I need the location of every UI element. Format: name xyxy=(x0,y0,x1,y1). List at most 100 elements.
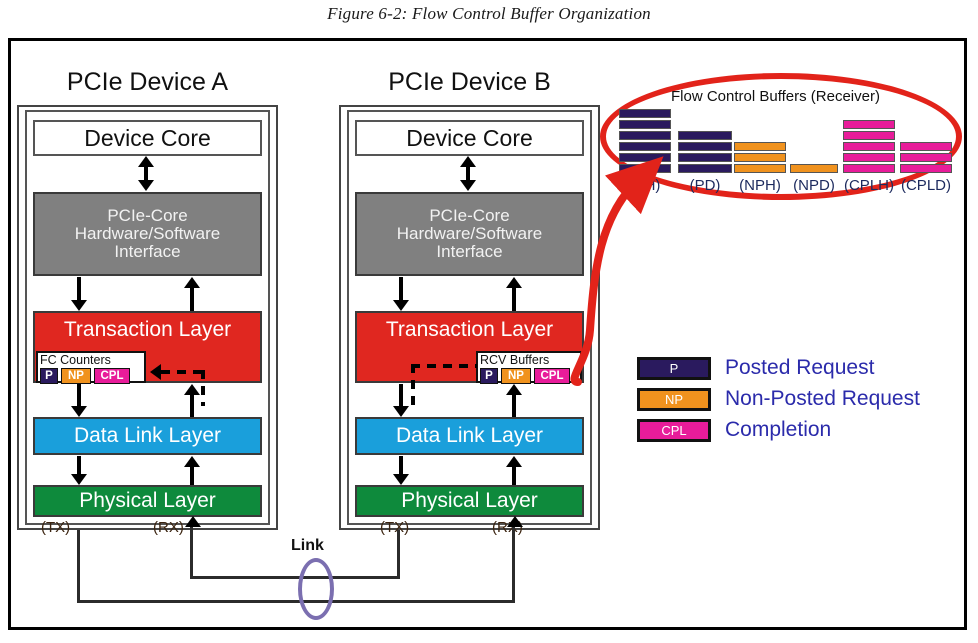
link-arrow-a-rx-icon xyxy=(185,516,201,527)
legend-row-posted: P Posted Request xyxy=(637,356,874,380)
device-b-tx-label: (TX) xyxy=(380,519,410,536)
device-a-tx-arrow-down-icon-2 xyxy=(71,406,87,417)
device-a-tx-arrow-down-icon-3 xyxy=(71,474,87,485)
device-b-chip-cpl: CPL xyxy=(534,368,570,384)
figure-caption: Figure 6-2: Flow Control Buffer Organiza… xyxy=(327,4,651,23)
buffer-bar xyxy=(619,153,671,162)
buffer-label-pd: (PD) xyxy=(689,177,721,194)
device-a-physical-block: Physical Layer xyxy=(33,485,262,517)
device-b-tx-arrow-line-2 xyxy=(399,384,403,410)
buffer-label-npd: (NPD) xyxy=(793,177,835,194)
device-a-rx-arrow-line-1 xyxy=(190,281,194,311)
buffer-stack-nph xyxy=(734,142,786,173)
device-b-tx-arrow-line-1 xyxy=(399,277,403,304)
legend-row-completion: CPL Completion xyxy=(637,418,831,442)
buffer-stack-pd xyxy=(678,131,732,173)
device-b-rcv-buffers-chips: P NP CPL xyxy=(480,368,578,384)
buffer-bar xyxy=(843,142,895,151)
buffer-bar xyxy=(734,142,786,151)
buffer-bar xyxy=(619,164,671,173)
device-a-tx-arrow-down-icon-1 xyxy=(71,300,87,311)
device-b-title: PCIe Device B xyxy=(388,68,551,96)
device-b-transaction-label: Transaction Layer xyxy=(385,318,554,341)
legend-row-non-posted: NP Non-Posted Request xyxy=(637,387,920,411)
buffer-label-cpld: (CPLD) xyxy=(900,177,951,194)
device-b-rx-arrow-line-1 xyxy=(512,281,516,311)
link-wire-b-to-a-horizontal xyxy=(190,576,400,579)
device-a-tx-label: (TX) xyxy=(41,519,71,536)
buffer-label-ph: (PH) xyxy=(629,177,661,194)
device-a-interface-line3: Interface xyxy=(114,241,181,261)
device-a-tx-arrow-line-2 xyxy=(77,384,81,410)
device-b-core-arrow-up-icon xyxy=(460,156,476,167)
buffer-bar xyxy=(678,131,732,140)
device-a-core-arrow-up-icon xyxy=(138,156,154,167)
buffer-bar xyxy=(734,164,786,173)
device-a-rx-arrow-up-icon-3 xyxy=(184,456,200,467)
legend-swatch-np: NP xyxy=(637,387,711,411)
device-a-dashed-line-vertical xyxy=(201,370,205,406)
device-b-core-arrow-down-icon xyxy=(460,180,476,191)
device-b-interface-block: PCIe-Core Hardware/Software Interface xyxy=(355,192,584,276)
buffer-bar xyxy=(619,131,671,140)
device-a-core-arrow-line xyxy=(144,160,148,188)
device-b-tx-arrow-down-icon-1 xyxy=(393,300,409,311)
buffer-stack-npd xyxy=(790,164,838,173)
buffer-bar xyxy=(900,142,952,151)
buffer-bar xyxy=(900,164,952,173)
device-b-chip-p: P xyxy=(480,368,498,384)
device-b-chip-np: NP xyxy=(501,368,531,384)
device-b-rcv-buffers-box: RCV Buffers P NP CPL xyxy=(476,351,582,384)
buffer-label-nph: (NPH) xyxy=(739,177,781,194)
buffer-stack-cplh xyxy=(843,120,895,173)
link-wire-b-rx-vertical xyxy=(512,527,515,602)
legend-swatch-p: P xyxy=(637,356,711,380)
device-a-data-link-block: Data Link Layer xyxy=(33,417,262,455)
device-a-dashed-line-horizontal xyxy=(161,370,205,374)
buffer-label-cplh: (CPLH) xyxy=(843,177,894,194)
buffer-stack-cpld xyxy=(900,142,952,173)
device-b-tx-arrow-line-3 xyxy=(399,456,403,478)
device-a-interface-block: PCIe-Core Hardware/Software Interface xyxy=(33,192,262,276)
device-b-tx-arrow-down-icon-2 xyxy=(393,406,409,417)
buffer-bar xyxy=(678,142,732,151)
link-ellipse-icon xyxy=(298,558,334,620)
device-a-chip-p: P xyxy=(40,368,58,384)
buffer-bar xyxy=(619,120,671,129)
buffer-bar xyxy=(843,120,895,129)
device-a-tx-arrow-line-1 xyxy=(77,277,81,304)
link-arrow-b-rx-icon xyxy=(507,516,523,527)
device-b-rx-arrow-up-icon-2 xyxy=(506,384,522,395)
device-b-rx-arrow-up-icon-3 xyxy=(506,456,522,467)
device-b-tx-arrow-down-icon-3 xyxy=(393,474,409,485)
device-b-rx-arrow-line-2 xyxy=(512,388,516,417)
device-b-core-block: Device Core xyxy=(355,120,584,156)
device-b-rx-arrow-up-icon-1 xyxy=(506,277,522,288)
legend-text-posted: Posted Request xyxy=(725,356,875,379)
device-a-fc-counters-title: FC Counters xyxy=(40,353,111,367)
legend-text-non-posted: Non-Posted Request xyxy=(725,387,920,410)
device-a-core-block: Device Core xyxy=(33,120,262,156)
device-b-interface-line2: Hardware/Software xyxy=(396,224,543,244)
device-a-rx-label: (RX) xyxy=(153,519,184,536)
device-a-dashed-arrow-head-icon xyxy=(150,364,161,380)
device-a-fc-counters-box: FC Counters P NP CPL xyxy=(36,351,146,384)
device-a-chip-np: NP xyxy=(61,368,91,384)
link-label: Link xyxy=(291,537,324,554)
buffer-bar xyxy=(843,153,895,162)
legend-text-completion: Completion xyxy=(725,418,832,441)
device-a-interface-line2: Hardware/Software xyxy=(74,224,221,244)
device-a-tx-arrow-line-3 xyxy=(77,456,81,478)
buffer-bar xyxy=(900,153,952,162)
device-a-chip-cpl: CPL xyxy=(94,368,130,384)
device-a-core-arrow-down-icon xyxy=(138,180,154,191)
buffer-bar xyxy=(790,164,838,173)
device-b-interface-line3: Interface xyxy=(436,241,503,261)
device-b-rcv-buffers-title: RCV Buffers xyxy=(480,353,550,367)
flow-control-ellipse xyxy=(600,73,962,200)
device-a-rx-arrow-up-icon-1 xyxy=(184,277,200,288)
buffer-bar xyxy=(678,164,732,173)
link-wire-a-to-b-horizontal xyxy=(77,600,515,603)
device-b-core-arrow-line xyxy=(466,160,470,188)
device-b-dashed-line-horizontal xyxy=(411,364,477,368)
